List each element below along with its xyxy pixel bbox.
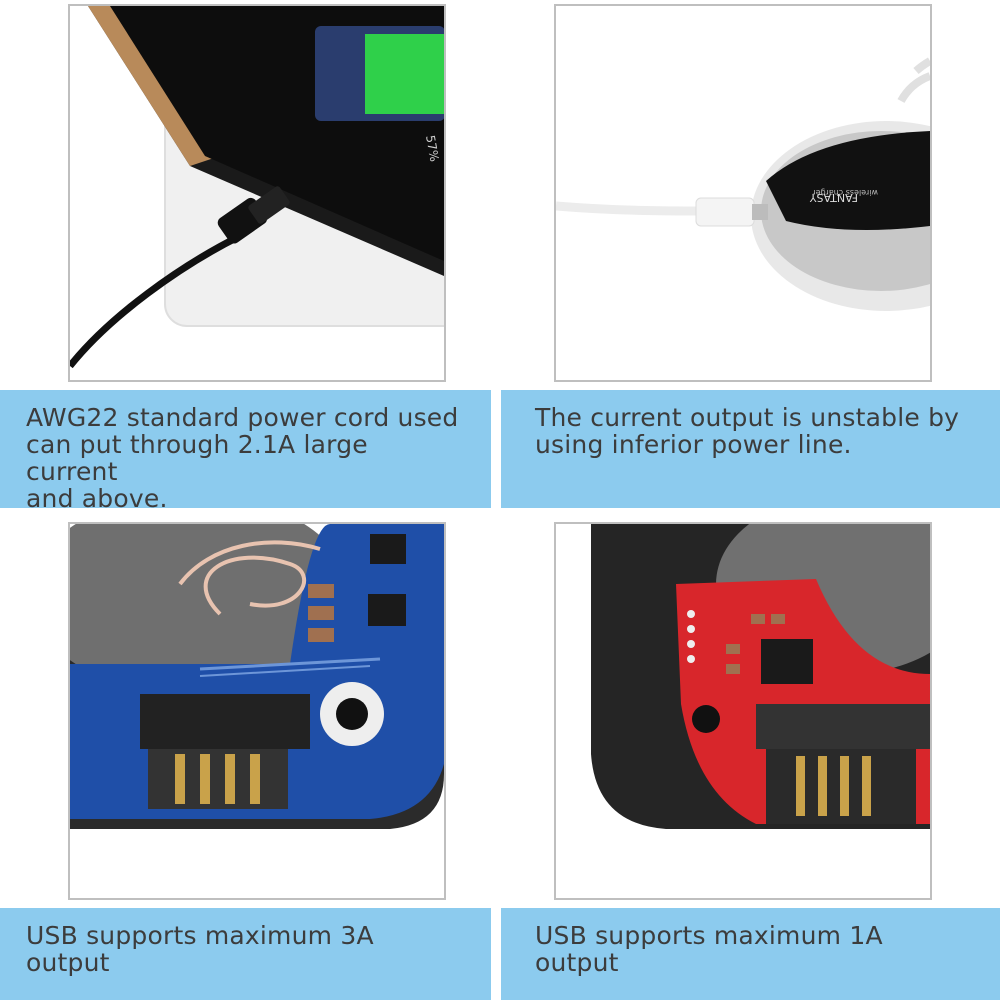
- caption-awg22-text: AWG22 standard power cord used can put t…: [26, 403, 459, 513]
- caption-red-pcb-text: USB supports maximum 1A output: [535, 921, 883, 977]
- caption-inferior-text: The current output is unstable by using …: [535, 403, 960, 459]
- caption-red-pcb: USB supports maximum 1A output: [501, 908, 1000, 1000]
- charger-brand: FANTASY: [810, 191, 858, 204]
- blue-pcb-illustration: [70, 524, 444, 898]
- fantasy-charger-illustration: FANTASY wireless charger: [556, 6, 930, 380]
- charger-subtitle: wireless charger: [812, 188, 878, 197]
- photo-inferior-cable: FANTASY wireless charger: [554, 4, 932, 382]
- phone-charging-illustration: 57%: [70, 6, 444, 380]
- red-pcb-illustration: [556, 524, 930, 898]
- photo-blue-pcb: [68, 522, 446, 900]
- caption-blue-pcb-text: USB supports maximum 3A output: [26, 921, 374, 977]
- photo-awg22-cable: 57%: [68, 4, 446, 382]
- caption-blue-pcb: USB supports maximum 3A output: [0, 908, 491, 1000]
- photo-red-pcb: [554, 522, 932, 900]
- battery-percent: 57%: [423, 134, 441, 163]
- caption-awg22: AWG22 standard power cord used can put t…: [0, 390, 491, 512]
- caption-inferior: The current output is unstable by using …: [501, 390, 1000, 508]
